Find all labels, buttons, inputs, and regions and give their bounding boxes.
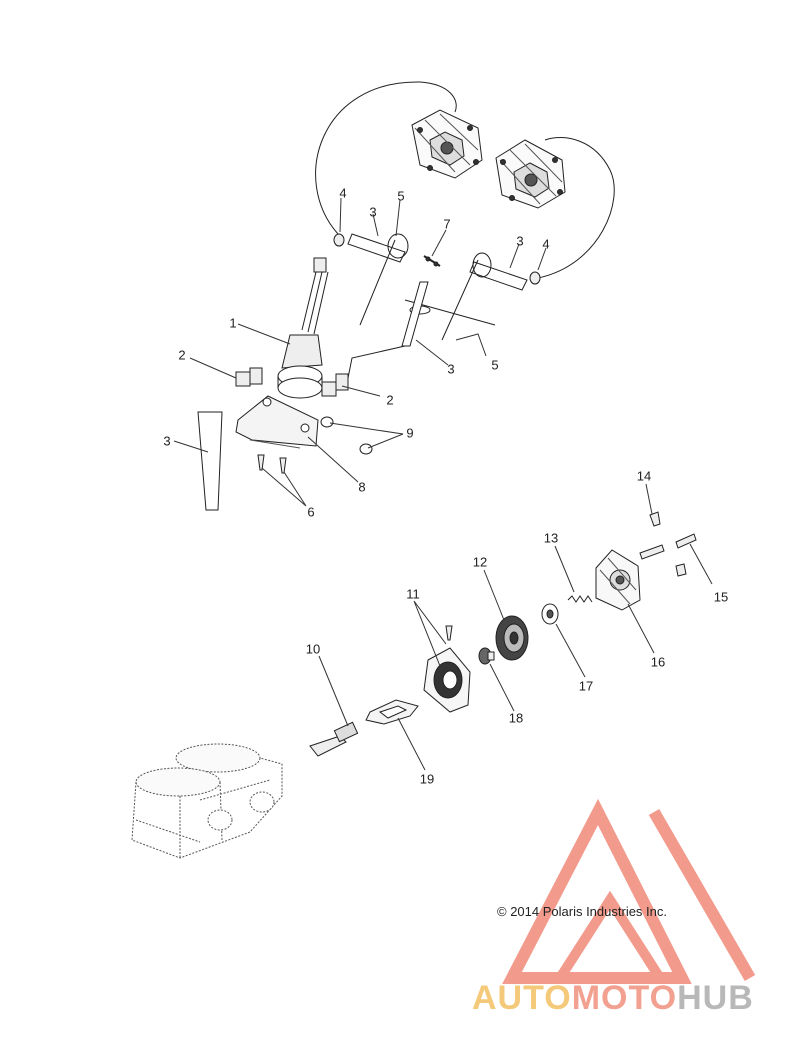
cap-item-4-left [333, 233, 345, 247]
fitting-item-2-right [321, 373, 349, 397]
callout-10: 10 [305, 641, 321, 657]
callout-3-upper-right: 3 [516, 233, 524, 249]
callout-4-left: 4 [339, 185, 347, 201]
callout-17: 17 [578, 678, 594, 694]
cover-item-16 [595, 549, 641, 611]
pump-body-item-11 [423, 625, 471, 713]
callout-3-center: 3 [447, 361, 455, 377]
callout-5-right: 5 [491, 357, 499, 373]
washer-item-9-b [359, 443, 373, 455]
diaphragm-item-12 [495, 615, 529, 661]
callout-16: 16 [650, 654, 666, 670]
pin-item-11 [445, 625, 453, 641]
callout-13: 13 [543, 530, 559, 546]
washer-item-9-a [320, 416, 334, 428]
pump-housing-upper-left [411, 109, 483, 179]
callout-3-upper-left: 3 [369, 204, 377, 220]
callout-4-right: 4 [542, 236, 550, 252]
callout-2-right: 2 [386, 392, 394, 408]
clamp-item-5-left [359, 233, 409, 326]
pump-housing-upper-right [495, 139, 566, 209]
callout-1: 1 [229, 315, 237, 331]
connection-arc-left [315, 81, 457, 235]
cylinder-block [131, 743, 283, 859]
callout-3-lower: 3 [163, 433, 171, 449]
connection-arc-right [537, 137, 615, 279]
fitting-item-7 [423, 255, 441, 267]
valve-item-10 [309, 721, 359, 757]
callout-5-left: 5 [397, 188, 405, 204]
wordmark-moto: MOTO [571, 979, 678, 1017]
gasket-item-19 [365, 699, 419, 725]
callout-2-left: 2 [178, 347, 186, 363]
callout-7: 7 [443, 216, 451, 232]
callout-15: 15 [713, 589, 729, 605]
callout-12: 12 [472, 554, 488, 570]
callout-19: 19 [419, 771, 435, 787]
screw-item-6-a [257, 454, 265, 471]
spring-item-13 [567, 595, 593, 603]
hose-item-3-upper-right [469, 261, 528, 291]
fitting-item-18 [478, 647, 495, 665]
callout-9: 9 [406, 425, 414, 441]
bracket-item-8 [235, 395, 319, 449]
wordmark-hub: HUB [677, 979, 754, 1017]
bolt-item-15-a [675, 533, 697, 549]
callout-18: 18 [508, 710, 524, 726]
bolt-item-14 [649, 511, 661, 527]
copyright-notice: © 2014 Polaris Industries Inc. [497, 904, 667, 919]
bolt-item-15-c [675, 563, 687, 577]
cap-item-4-right [529, 271, 541, 285]
callout-6: 6 [307, 504, 315, 520]
screw-item-6-b [279, 457, 287, 474]
wordmark-auto: AUTO [472, 979, 572, 1017]
watermark-triangle-logo [502, 798, 756, 984]
bolt-item-15-b [639, 544, 665, 560]
hose-item-3-center [401, 281, 429, 347]
hose-line [347, 345, 406, 379]
callout-8: 8 [358, 479, 366, 495]
watermark-wordmark: AUTOMOTOHUB [472, 979, 754, 1018]
callout-11: 11 [406, 586, 420, 602]
callout-14: 14 [636, 468, 652, 484]
hose-item-3-lower [197, 411, 223, 511]
fitting-item-2-left [235, 367, 263, 387]
actuator-item-1 [277, 257, 329, 399]
